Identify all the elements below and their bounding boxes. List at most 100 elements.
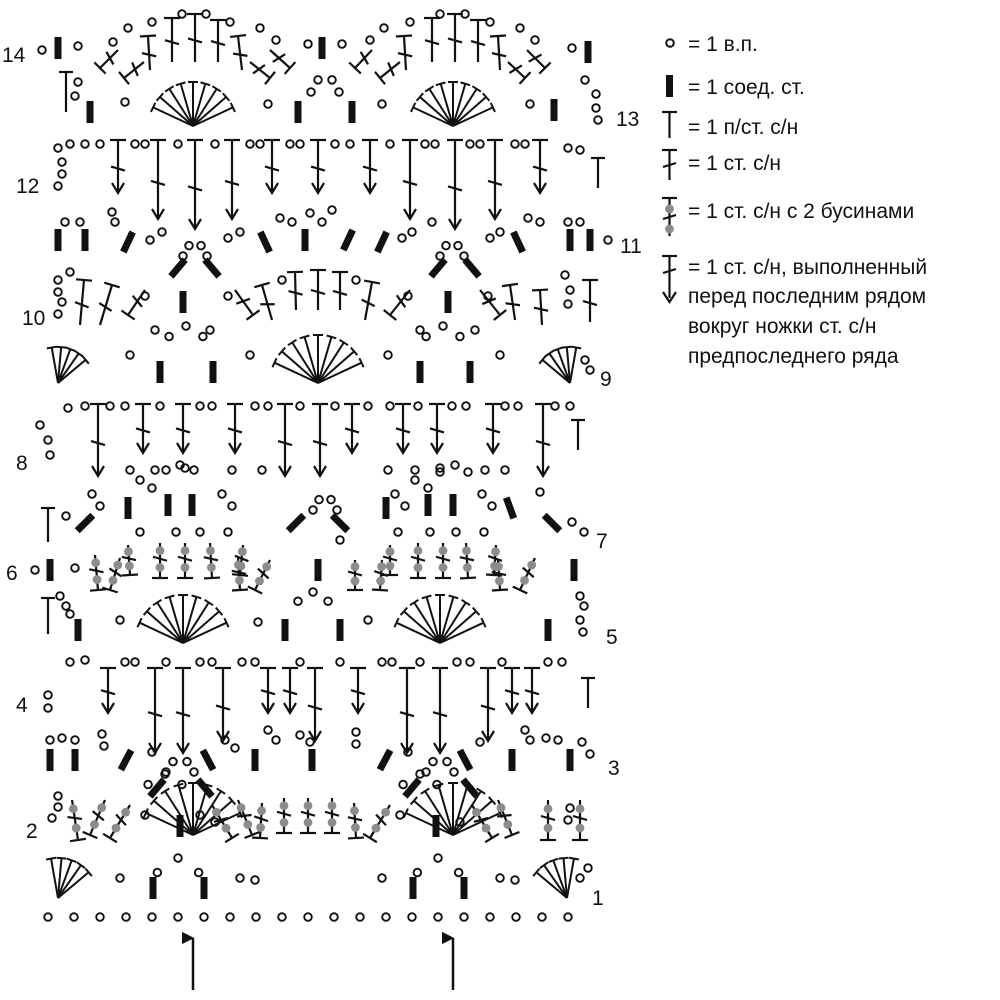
slip-stitch-icon bbox=[666, 75, 673, 97]
chain-stitch bbox=[57, 297, 67, 307]
front-post-double-crochet bbox=[432, 666, 448, 756]
front-post-double-crochet bbox=[485, 402, 501, 456]
chain-stitch bbox=[182, 756, 192, 767]
chain-stitch bbox=[407, 227, 417, 237]
chain-stitch bbox=[335, 657, 345, 667]
chain-stitch bbox=[293, 596, 303, 606]
chain-stitch bbox=[329, 912, 339, 922]
chain-stitch bbox=[427, 217, 437, 227]
chain-stitch bbox=[465, 139, 475, 149]
chain-stitch bbox=[403, 291, 413, 301]
legend-text-fpdc-2: перед последним рядом bbox=[688, 285, 926, 308]
chain-stitch bbox=[201, 9, 211, 19]
chain-stitch bbox=[271, 35, 281, 45]
chain-stitch bbox=[43, 435, 53, 445]
row-number-11: 11 bbox=[620, 235, 642, 258]
chain-stitch bbox=[295, 657, 305, 667]
chain-stitch bbox=[195, 657, 205, 667]
chain-stitch bbox=[463, 467, 473, 477]
front-post-double-crochet bbox=[227, 402, 243, 456]
chain-stitch bbox=[351, 727, 361, 737]
chain-stitch bbox=[57, 169, 67, 179]
chain-stitch bbox=[225, 17, 235, 27]
chain-stitch bbox=[37, 45, 47, 55]
chain-stitch bbox=[193, 867, 204, 878]
chain-stitch bbox=[155, 401, 165, 411]
chain-stitch-icon bbox=[665, 38, 675, 48]
chain-stitch bbox=[365, 35, 375, 45]
double-crochet bbox=[348, 49, 373, 75]
chain-stitch bbox=[535, 217, 545, 227]
chain-stitch bbox=[483, 291, 493, 301]
legend-text-fpdc-4: предпоследнего ряда bbox=[688, 345, 899, 368]
double-crochet-with-beads bbox=[471, 804, 500, 844]
double-crochet-with-beads bbox=[347, 802, 365, 840]
chain-stitch bbox=[381, 912, 391, 922]
shell-fan bbox=[45, 856, 93, 899]
chain-stitch bbox=[415, 657, 425, 667]
chain-stitch bbox=[105, 401, 115, 411]
chain-stitch bbox=[205, 325, 215, 335]
chain-stitch bbox=[130, 657, 140, 667]
chain-stitch bbox=[511, 912, 521, 922]
slip-stitch bbox=[202, 257, 222, 279]
row-number-4: 4 bbox=[16, 694, 28, 717]
chain-stitch bbox=[308, 505, 318, 515]
double-crochet bbox=[139, 34, 157, 71]
front-post-double-crochet bbox=[100, 666, 116, 716]
chain-stitch bbox=[147, 483, 157, 493]
slip-stitch bbox=[86, 101, 94, 123]
double-crochet-icon bbox=[662, 148, 677, 180]
chain-stitch bbox=[245, 350, 255, 360]
double-crochet-with-beads bbox=[177, 543, 193, 580]
chain-stitch bbox=[65, 139, 75, 149]
double-crochet bbox=[187, 12, 203, 62]
slip-stitch bbox=[179, 291, 187, 313]
slip-stitch bbox=[508, 749, 516, 771]
chain-stitch bbox=[497, 657, 507, 667]
chain-stitch bbox=[120, 401, 130, 411]
chain-stitch bbox=[459, 251, 469, 261]
chain-stitch bbox=[447, 401, 457, 411]
slip-stitch bbox=[257, 230, 273, 254]
double-crochet bbox=[310, 268, 326, 310]
double-crochet-with-beads bbox=[324, 798, 340, 835]
half-double-crochet-icon bbox=[662, 110, 677, 138]
slip-stitch bbox=[340, 228, 356, 252]
chain-stitch bbox=[251, 912, 261, 922]
chain-stitch bbox=[189, 767, 199, 777]
half-double-crochet bbox=[591, 156, 605, 188]
row-number-14: 14 bbox=[2, 44, 26, 67]
slip-stitch bbox=[544, 619, 552, 641]
slip-stitch bbox=[466, 361, 474, 383]
double-crochet bbox=[93, 49, 119, 75]
front-post-double-crochet bbox=[150, 138, 166, 222]
slip-stitch bbox=[336, 619, 344, 641]
double-crochet bbox=[395, 34, 413, 71]
double-crochet-with-beads bbox=[231, 544, 249, 577]
chain-stitch bbox=[500, 401, 510, 411]
chain-stitch bbox=[563, 143, 573, 153]
chain-stitch bbox=[435, 9, 445, 19]
chain-stitch bbox=[603, 235, 613, 245]
double-crochet-with-beads bbox=[512, 557, 537, 595]
chain-stitch bbox=[147, 17, 157, 27]
slip-stitch bbox=[402, 777, 422, 799]
chain-stitch bbox=[479, 527, 489, 537]
double-crochet bbox=[269, 49, 297, 75]
double-crochet-with-beads bbox=[82, 799, 107, 840]
slip-stitch bbox=[444, 291, 452, 313]
chain-stitch bbox=[441, 240, 451, 251]
chain-stitch bbox=[207, 657, 217, 667]
chain-stitch bbox=[178, 251, 188, 261]
chain-stitch bbox=[295, 401, 305, 411]
slip-stitch bbox=[376, 748, 394, 772]
front-post-double-crochet bbox=[90, 402, 106, 479]
row-number-8: 8 bbox=[16, 452, 28, 475]
shell-fan bbox=[271, 334, 365, 384]
chain-stitch bbox=[314, 494, 324, 505]
chain-stitch bbox=[385, 401, 395, 411]
slip-stitch bbox=[209, 361, 217, 383]
chain-stitch bbox=[277, 275, 287, 285]
